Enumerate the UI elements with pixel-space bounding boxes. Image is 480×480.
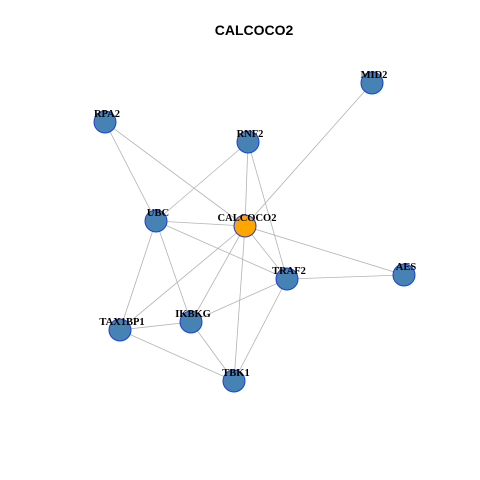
node-mid2: [360, 71, 384, 95]
node-traf2: [275, 267, 299, 291]
node-ubc: [144, 209, 168, 233]
edge-ikbkg-tbk1: [190, 321, 235, 382]
node-rpa2: [93, 110, 117, 134]
edge-ubc-traf2: [155, 220, 288, 280]
node-aes: [392, 263, 416, 287]
edge-rnf2-traf2: [247, 141, 288, 280]
node-tbk1: [222, 369, 246, 393]
node-calcoco2: [233, 214, 257, 238]
edge-ubc-tax1bp1: [119, 220, 157, 331]
node-label-ubc: UBC: [147, 208, 169, 219]
node-label-tax1bp1: TAX1BP1: [99, 317, 144, 328]
node-label-mid2: MID2: [361, 70, 388, 81]
edge-ubc-ikbkg: [155, 220, 192, 323]
node-label-rpa2: RPA2: [94, 109, 120, 120]
edge-ubc-calcoco2: [155, 220, 246, 227]
edge-rpa2-ubc: [104, 121, 157, 222]
edge-calcoco2-aes: [244, 225, 405, 276]
node-rnf2: [236, 130, 260, 154]
edge-traf2-aes: [286, 274, 405, 280]
edge-calcoco2-tbk1: [233, 225, 246, 382]
edge-rnf2-ubc: [155, 141, 249, 222]
edge-calcoco2-ikbkg: [190, 225, 246, 323]
edge-rnf2-calcoco2: [244, 141, 249, 227]
node-tax1bp1: [108, 318, 132, 342]
edge-mid2-calcoco2: [244, 82, 373, 227]
node-label-ikbkg: IKBKG: [175, 309, 211, 320]
edge-tax1bp1-ikbkg: [119, 321, 192, 331]
edge-traf2-tbk1: [233, 278, 288, 382]
node-label-tbk1: TBK1: [222, 368, 249, 379]
diagram-title: CALCOCO2: [215, 22, 294, 38]
node-ikbkg: [179, 310, 203, 334]
edge-rpa2-calcoco2: [104, 121, 246, 227]
node-layer: [93, 71, 416, 393]
node-label-aes: AES: [396, 262, 417, 273]
node-label-rnf2: RNF2: [237, 129, 264, 140]
node-label-calcoco2: CALCOCO2: [218, 213, 277, 224]
edge-tax1bp1-tbk1: [119, 329, 235, 382]
edge-calcoco2-tax1bp1: [119, 225, 246, 331]
edge-traf2-ikbkg: [190, 278, 288, 323]
node-label-traf2: TRAF2: [272, 266, 306, 277]
